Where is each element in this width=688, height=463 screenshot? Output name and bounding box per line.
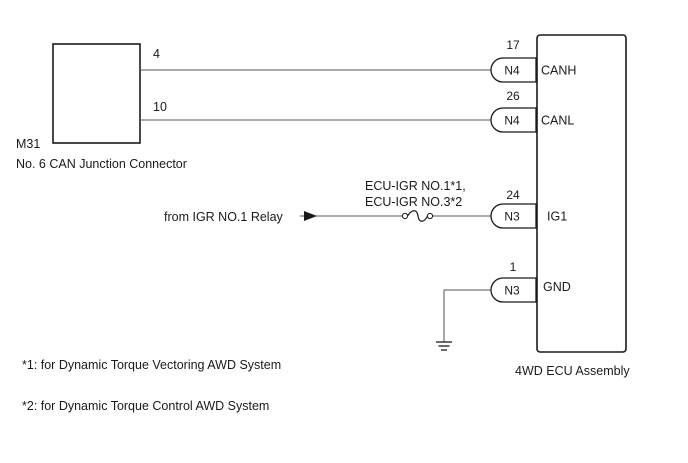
connector-n4-canh (490, 57, 537, 83)
terminal-pin-ig1: 24 (506, 188, 520, 202)
fuse-icon (406, 210, 429, 222)
fuse-terminal-left (401, 212, 409, 220)
connector-n3-gnd (490, 277, 537, 303)
signal-canh: CANH (541, 64, 576, 78)
ecu-name: 4WD ECU Assembly (515, 364, 630, 378)
footnote-1: *1: for Dynamic Torque Vectoring AWD Sys… (22, 358, 281, 372)
junction-pin-canh: 4 (153, 47, 160, 61)
junction-pin-canl: 10 (153, 100, 167, 114)
junction-connector-code: M31 (16, 137, 40, 151)
junction-connector-name: No. 6 CAN Junction Connector (16, 157, 187, 171)
connector-label-canl: N4 (504, 114, 520, 128)
signal-ig1: IG1 (547, 210, 567, 224)
connector-label-gnd: N3 (504, 284, 520, 298)
terminal-pin-canh: 17 (506, 38, 520, 52)
connector-label-ig1: N3 (504, 210, 520, 224)
connector-label-canh: N4 (504, 64, 520, 78)
source-label: from IGR NO.1 Relay (164, 210, 284, 224)
terminal-pin-canl: 26 (506, 89, 520, 103)
signal-gnd: GND (543, 280, 571, 294)
signal-canl: CANL (541, 114, 574, 128)
gnd-wire (443, 289, 491, 342)
ecu-box (536, 34, 627, 353)
fuse-terminal-right (426, 212, 434, 220)
junction-connector-box (52, 43, 141, 144)
connector-n4-canl (490, 107, 537, 133)
footnote-2: *2: for Dynamic Torque Control AWD Syste… (22, 399, 269, 413)
arrow-icon (304, 211, 317, 221)
fuse-label-line1: ECU-IGR NO.1*1, (365, 179, 466, 193)
fuse-label-line2: ECU-IGR NO.3*2 (365, 195, 462, 209)
connector-n3-ig1 (490, 203, 537, 229)
terminal-pin-gnd: 1 (510, 260, 517, 274)
